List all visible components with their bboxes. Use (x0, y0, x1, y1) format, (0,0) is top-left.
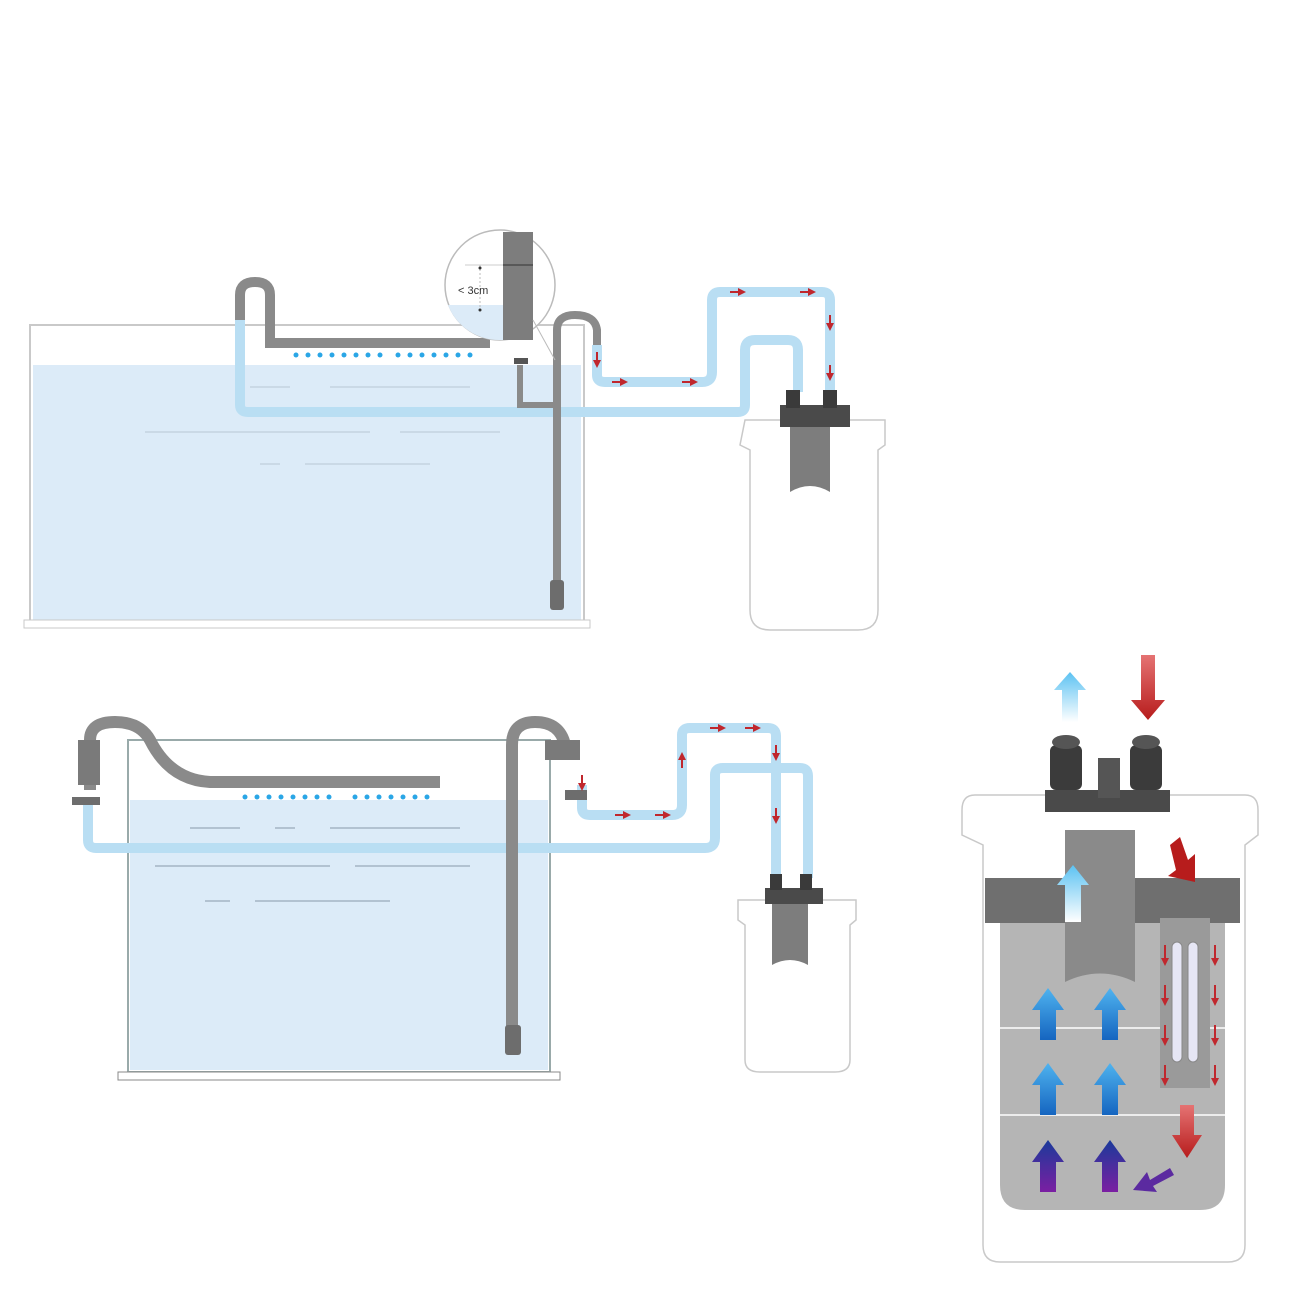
filter-center-tube (1065, 830, 1135, 982)
media-up-arrows (1032, 988, 1174, 1192)
filter-primer (1098, 758, 1120, 798)
uv-down-arrows (1161, 945, 1219, 1086)
bottom-canister-filter (737, 874, 857, 1073)
skimmer-cap (514, 358, 528, 364)
outlet-valve[interactable] (1050, 745, 1082, 790)
outflow-arrow-icon (1054, 672, 1086, 722)
top-aquarium-scene: < 3cm (23, 229, 886, 631)
bottom-return-hose (83, 763, 813, 878)
bottom-tank-clip (72, 797, 100, 805)
top-spray-bar (265, 338, 490, 348)
bottom-tank-base (117, 1071, 561, 1081)
top-surface-skimmer (517, 365, 557, 408)
bottom-intake-clamp (545, 740, 580, 760)
uv-sleeve (1160, 918, 1210, 1088)
top-canister-filter (739, 390, 886, 631)
uv-lamp (1171, 941, 1183, 1063)
water-ripples (145, 386, 500, 465)
water-level-callout: < 3cm (444, 229, 556, 361)
top-spray-bar-elbow (235, 276, 490, 348)
bottom-intake-strainer (505, 1025, 521, 1055)
tube-outflow-arrow-icon (1057, 865, 1089, 922)
bottom-down-arrow-icon (1172, 1105, 1202, 1158)
filter-head (1045, 790, 1170, 812)
top-return-hose (235, 320, 803, 417)
inlet-diagonal-arrow-icon (1168, 837, 1195, 882)
bottom-intake-hose (577, 723, 781, 878)
bottom-spray-bar-clamp (78, 740, 100, 785)
spray-droplets (293, 352, 473, 358)
bottom-water-ripples (155, 827, 470, 902)
top-tank-water (33, 365, 581, 620)
top-intake-strainer (550, 580, 564, 610)
filter-cutaway (961, 655, 1259, 1263)
uv-lamp (1187, 941, 1199, 1063)
water-gap-label: < 3cm (458, 285, 488, 297)
bottom-flow-arrows (578, 724, 780, 824)
bottom-spray-droplets (242, 794, 430, 800)
top-flow-arrows (593, 288, 834, 386)
inflow-arrow-icon (1131, 655, 1165, 720)
bottom-spray-bar-elbow (84, 715, 440, 790)
bottom-tank-water (130, 800, 548, 1070)
top-intake-hose (592, 287, 835, 392)
bottom-aquarium-scene (72, 715, 857, 1081)
inlet-valve[interactable] (1130, 745, 1162, 790)
bottom-intake-clip (565, 790, 587, 800)
top-tank-base (23, 619, 591, 629)
bottom-intake-pipe (506, 715, 571, 1030)
top-intake-pipe (553, 310, 601, 590)
